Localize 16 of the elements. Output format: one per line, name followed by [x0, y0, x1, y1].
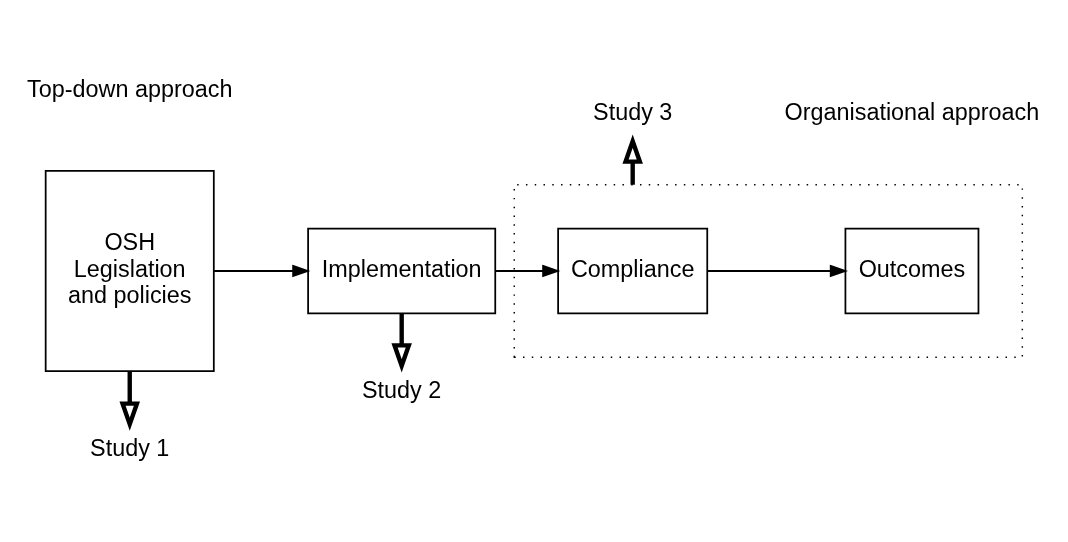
cluster [513, 184, 1024, 358]
node-box: Outcomes [844, 227, 980, 315]
node-box: Implementation [307, 227, 497, 315]
arrow [622, 134, 643, 185]
arrow [213, 264, 311, 278]
arrow [706, 264, 848, 278]
node-box: Compliance [557, 227, 709, 315]
node-box: OSH Legislation and policies [44, 169, 215, 373]
node-text: Study 3 [593, 99, 673, 126]
label: Organisational approach [784, 99, 1040, 126]
label: Top-down approach [27, 75, 233, 102]
arrow [391, 313, 412, 373]
node-text: Study 1 [90, 435, 170, 462]
arrow [119, 371, 140, 431]
arrow [494, 264, 561, 278]
node-text: Study 2 [362, 376, 442, 403]
